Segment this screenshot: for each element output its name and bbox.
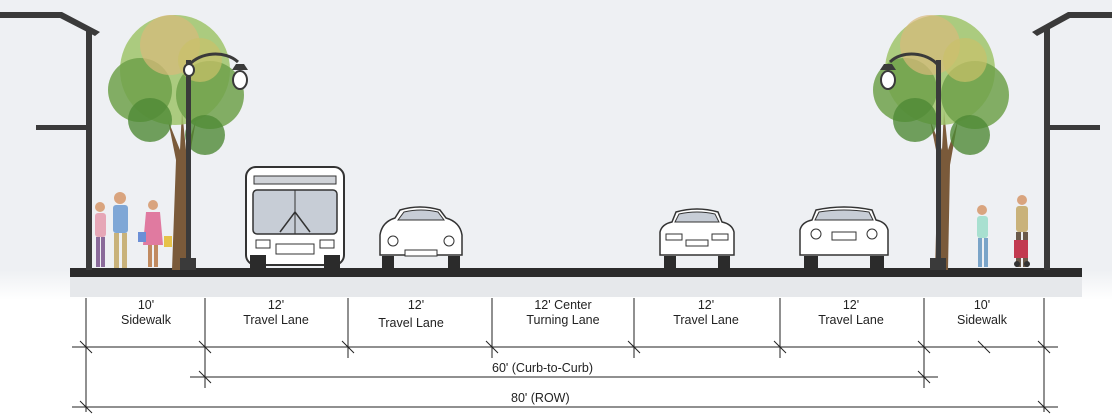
segment-name: Travel Lane: [818, 313, 884, 327]
segment-label-sidewalk-left: 10' Sidewalk: [116, 298, 176, 328]
segment-label-sidewalk-right: 10' Sidewalk: [944, 298, 1020, 328]
segment-label-travel-lane-1: 12' Travel Lane: [226, 298, 326, 328]
dimension-line-curb-to-curb: [190, 370, 938, 384]
segment-width: 10': [137, 298, 155, 312]
segment-name: Sidewalk: [956, 313, 1008, 327]
dimension-label-row: 80' (ROW): [511, 391, 570, 405]
segment-width: 12': [407, 298, 425, 312]
utility-pole-left: [0, 12, 100, 270]
car-lane-5: [659, 208, 735, 268]
bus: [245, 166, 345, 268]
car-lane-2: [379, 206, 463, 268]
dimension-line-row: [72, 400, 1058, 414]
segment-label-center-turning-lane: 12' Center Turning Lane: [513, 298, 613, 328]
road-base: [70, 277, 1082, 297]
segment-width: 12': [697, 298, 715, 312]
segment-width: 12': [267, 298, 285, 312]
tree-left: [108, 15, 244, 270]
pedestrians-left: [95, 192, 172, 268]
segment-label-travel-lane-2: 12' Travel Lane: [361, 298, 461, 331]
segment-width: 10': [973, 298, 991, 312]
segment-name: Travel Lane: [378, 316, 444, 330]
segment-label-travel-lane-3: 12' Travel Lane: [656, 298, 756, 328]
segment-name: Turning Lane: [526, 313, 600, 327]
segment-name: Travel Lane: [243, 313, 309, 327]
segment-dividers: [85, 298, 1045, 412]
segment-label-travel-lane-4: 12' Travel Lane: [801, 298, 901, 328]
segment-name: Travel Lane: [673, 313, 739, 327]
segment-width: 12': [842, 298, 860, 312]
street-lamp-right: [880, 52, 946, 270]
segment-name: Sidewalk: [120, 313, 172, 327]
car-lane-6: [799, 206, 889, 268]
pedestrians-right: [977, 195, 1030, 267]
road-surface: [70, 268, 1082, 277]
utility-pole-right: [1032, 12, 1112, 270]
dimension-label-curb-to-curb: 60' (Curb-to-Curb): [492, 361, 594, 375]
dimension-line-segments: [72, 340, 1058, 354]
segment-width: 12' Center: [534, 298, 592, 312]
street-lamp-left: [180, 52, 248, 270]
